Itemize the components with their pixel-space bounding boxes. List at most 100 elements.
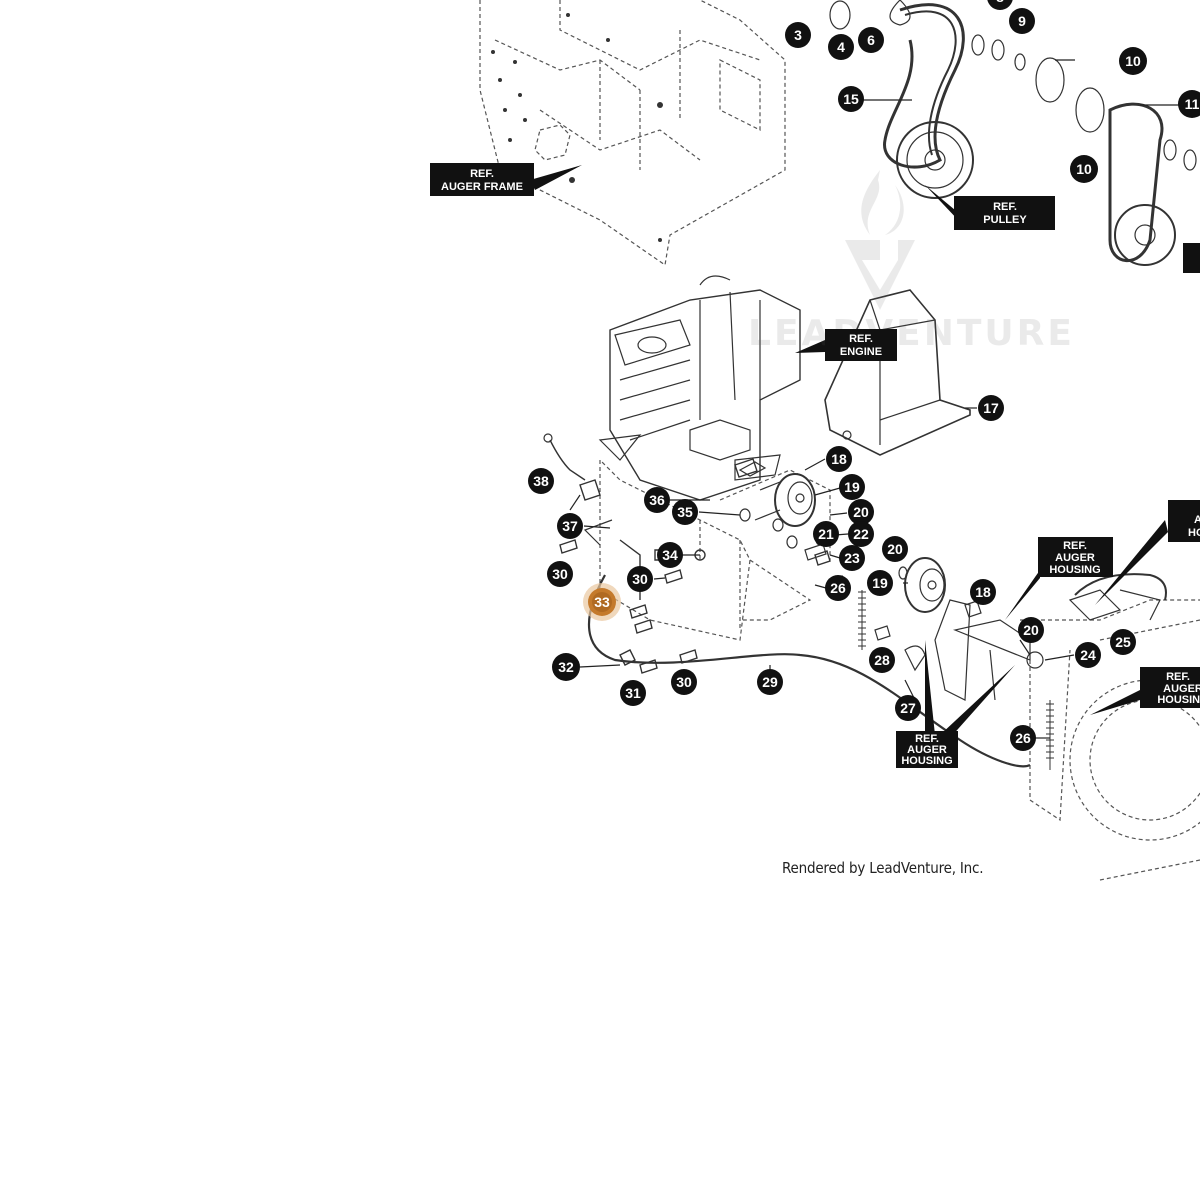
svg-text:3: 3 [794, 27, 802, 43]
svg-text:18: 18 [831, 451, 847, 467]
ref-label-auger-housing-bottom: REF. AUGER HOUSING [896, 731, 958, 768]
svg-text:AUGER: AUGER [1163, 683, 1200, 695]
ref-label-auger-frame: REF. AUGER FRAME [430, 163, 534, 196]
svg-text:REF.: REF. [1166, 671, 1190, 683]
svg-text:33: 33 [594, 594, 610, 610]
callout-18[interactable]: 18 [826, 446, 852, 472]
leader-lines [569, 59, 1180, 739]
callouts: 3 4 6 8 9 10 10 11 15 17 18 19 20 21 22 … [528, 0, 1200, 751]
svg-text:26: 26 [1015, 730, 1031, 746]
svg-text:32: 32 [558, 659, 574, 675]
svg-text:36: 36 [649, 492, 665, 508]
svg-text:22: 22 [853, 526, 869, 542]
svg-text:35: 35 [677, 504, 693, 520]
callout-20[interactable]: 20 [848, 499, 874, 525]
svg-text:REF.: REF. [993, 201, 1017, 213]
svg-text:23: 23 [844, 550, 860, 566]
svg-text:17: 17 [983, 400, 999, 416]
svg-text:37: 37 [562, 518, 578, 534]
svg-text:HOUSING: HOUSING [1049, 564, 1100, 576]
flame-icon [861, 170, 904, 235]
ref-label-auger-housing-top: REF. AUGER HOUSING [1038, 537, 1113, 577]
svg-text:30: 30 [632, 571, 648, 587]
callout-28[interactable]: 28 [869, 647, 895, 673]
callout-10[interactable]: 10 [1119, 47, 1147, 75]
callout-4[interactable]: 4 [828, 34, 854, 60]
callout-18b[interactable]: 18 [970, 579, 996, 605]
callout-32[interactable]: 32 [552, 653, 580, 681]
callout-22[interactable]: 22 [848, 521, 874, 547]
callout-19b[interactable]: 19 [867, 570, 893, 596]
callout-15[interactable]: 15 [838, 86, 864, 112]
ref-label-engine: REF. ENGINE [825, 329, 897, 361]
callout-17[interactable]: 17 [978, 395, 1004, 421]
svg-text:26: 26 [830, 580, 846, 596]
callout-21[interactable]: 21 [813, 521, 839, 547]
callout-3[interactable]: 3 [785, 22, 811, 48]
callout-30[interactable]: 30 [627, 566, 653, 592]
callout-33-highlighted[interactable]: 33 [583, 583, 621, 621]
line-art [479, 0, 1200, 881]
svg-text:20: 20 [887, 541, 903, 557]
svg-text:HOUSING: HOUSING [901, 755, 952, 767]
svg-text:31: 31 [625, 685, 641, 701]
svg-text:10: 10 [1125, 53, 1141, 69]
callout-20b[interactable]: 20 [882, 536, 908, 562]
v-logo-icon [845, 240, 915, 310]
svg-text:34: 34 [662, 547, 678, 563]
svg-text:11: 11 [1185, 96, 1200, 112]
callout-8[interactable]: 8 [987, 0, 1013, 10]
callout-6[interactable]: 6 [858, 27, 884, 53]
callout-30c[interactable]: 30 [671, 669, 697, 695]
callout-23[interactable]: 23 [839, 545, 865, 571]
ref-label-cutoff [1183, 243, 1200, 273]
svg-text:4: 4 [837, 39, 845, 55]
callout-24[interactable]: 24 [1075, 642, 1101, 668]
svg-text:A: A [1194, 514, 1200, 526]
callout-11[interactable]: 11 [1178, 90, 1200, 118]
svg-text:30: 30 [676, 674, 692, 690]
svg-text:AUGER: AUGER [1055, 552, 1095, 564]
svg-text:38: 38 [533, 473, 549, 489]
svg-text:15: 15 [843, 91, 859, 107]
callout-34[interactable]: 34 [657, 542, 683, 568]
callout-20c[interactable]: 20 [1018, 617, 1044, 643]
callout-31[interactable]: 31 [620, 680, 646, 706]
callout-37[interactable]: 37 [557, 513, 583, 539]
svg-text:ENGINE: ENGINE [840, 346, 882, 358]
svg-text:30: 30 [552, 566, 568, 582]
svg-text:19: 19 [872, 575, 888, 591]
svg-text:19: 19 [844, 479, 860, 495]
watermark-text: LEADVENTURE [748, 313, 1075, 354]
callout-10b[interactable]: 10 [1070, 155, 1098, 183]
svg-text:8: 8 [996, 0, 1004, 5]
callout-29[interactable]: 29 [757, 669, 783, 695]
svg-text:REF.: REF. [849, 333, 873, 345]
callout-38[interactable]: 38 [528, 468, 554, 494]
svg-text:29: 29 [762, 674, 778, 690]
svg-text:21: 21 [818, 526, 834, 542]
svg-text:AUGER: AUGER [907, 744, 947, 756]
svg-text:HOUSING: HOUSING [1157, 694, 1200, 706]
svg-text:25: 25 [1115, 634, 1131, 650]
svg-text:AUGER FRAME: AUGER FRAME [441, 181, 523, 193]
svg-text:18: 18 [975, 584, 991, 600]
ref-pointers [530, 165, 1168, 738]
callout-26b[interactable]: 26 [1010, 725, 1036, 751]
callout-9[interactable]: 9 [1009, 8, 1035, 34]
svg-text:24: 24 [1080, 647, 1096, 663]
svg-text:9: 9 [1018, 13, 1026, 29]
svg-text:6: 6 [867, 32, 875, 48]
callout-19[interactable]: 19 [839, 474, 865, 500]
svg-text:PULLEY: PULLEY [983, 214, 1027, 226]
callout-25[interactable]: 25 [1110, 629, 1136, 655]
callout-35[interactable]: 35 [672, 499, 698, 525]
svg-text:10: 10 [1076, 161, 1092, 177]
callout-36[interactable]: 36 [644, 487, 670, 513]
callout-27[interactable]: 27 [895, 695, 921, 721]
ref-label-auger-housing-right: REF. AUGER HOUSING [1140, 667, 1200, 708]
callout-30b[interactable]: 30 [547, 561, 573, 587]
svg-text:REF.: REF. [1063, 540, 1087, 552]
callout-26[interactable]: 26 [825, 575, 851, 601]
